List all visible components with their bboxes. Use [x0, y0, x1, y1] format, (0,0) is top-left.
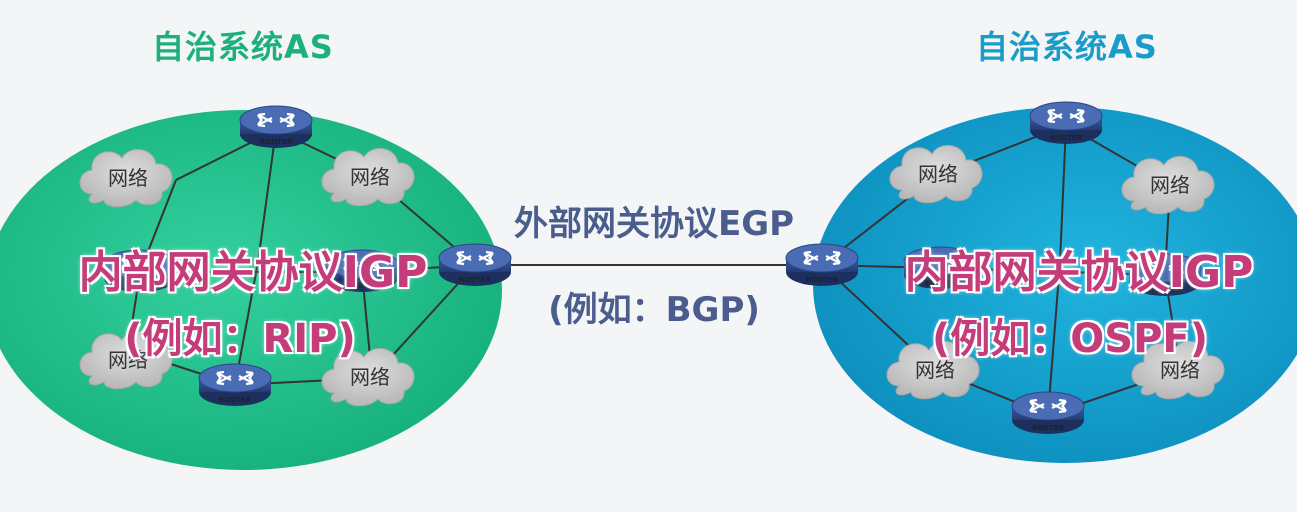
network-cloud: 网络	[79, 149, 173, 208]
network-cloud: 网络	[321, 348, 415, 407]
router-label: ROUTER	[806, 276, 839, 284]
router-icon: ROUTER	[1029, 101, 1103, 144]
router-icon: ROUTER	[198, 363, 272, 406]
network-label: 网络	[350, 165, 390, 189]
router-label: ROUTER	[124, 282, 157, 290]
right-igp-title: 内部网关协议IGP	[904, 247, 1254, 298]
router-label: ROUTER	[346, 282, 379, 290]
router-icon: ROUTER	[1128, 253, 1202, 296]
router-label: ROUTER	[260, 138, 293, 146]
router-icon: ROUTER	[1011, 391, 1085, 434]
network-label: 网络	[1150, 173, 1190, 197]
router-label: ROUTER	[1032, 424, 1065, 432]
left-igp-example: (例如：RIP)	[124, 316, 356, 362]
left-igp-title: 内部网关协议IGP	[78, 247, 428, 298]
network-label: 网络	[918, 162, 958, 186]
right-as-title: 自治系统AS	[976, 28, 1158, 66]
router-icon: ROUTER	[103, 249, 177, 292]
network-label: 网络	[1160, 358, 1200, 382]
router-icon: ROUTER	[903, 246, 977, 289]
router-label: ROUTER	[924, 279, 957, 287]
router-icon: ROUTER	[438, 243, 512, 286]
network-cloud: 网络	[321, 148, 415, 207]
network-label: 网络	[108, 348, 148, 372]
network-label: 网络	[915, 358, 955, 382]
network-cloud: 网络	[889, 145, 983, 204]
egp-title: 外部网关协议EGP	[513, 204, 795, 244]
router-label: ROUTER	[459, 276, 492, 284]
router-icon: ROUTER	[239, 105, 313, 148]
network-cloud: 网络	[886, 341, 980, 400]
router-label: ROUTER	[219, 396, 252, 404]
right-igp-example: (例如：OSPF)	[931, 316, 1208, 362]
left-as-title: 自治系统AS	[152, 28, 334, 66]
network-cloud: 网络	[79, 331, 173, 390]
router-label: ROUTER	[1149, 286, 1182, 294]
network-cloud: 网络	[1131, 341, 1225, 400]
network-cloud: 网络	[1121, 156, 1215, 215]
egp-example: (例如：BGP)	[548, 290, 760, 330]
network-label: 网络	[350, 365, 390, 389]
network-label: 网络	[108, 166, 148, 190]
router-label: ROUTER	[1050, 134, 1083, 142]
router-icon: ROUTER	[325, 249, 399, 292]
router-icon: ROUTER	[785, 243, 859, 286]
